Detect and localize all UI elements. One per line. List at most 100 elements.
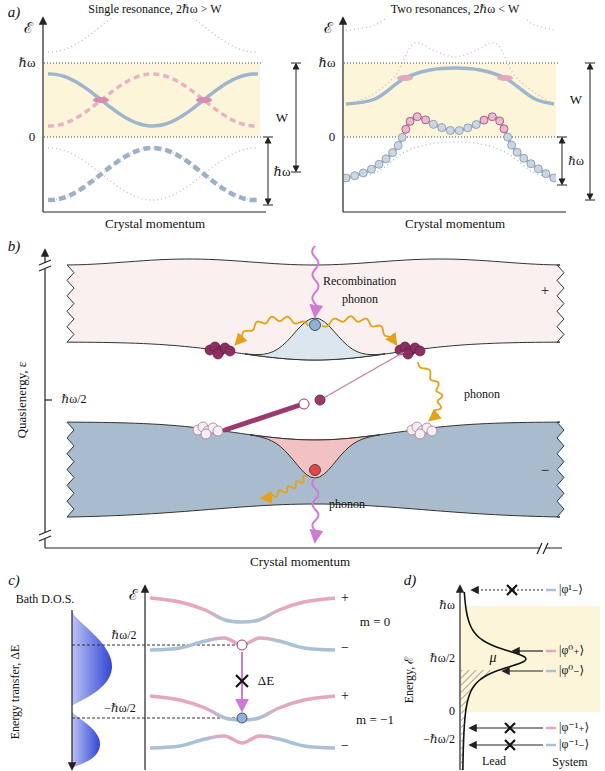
zone-boundary (344, 63, 558, 137)
phonon-arrow (322, 316, 396, 344)
floquet-band-plus (150, 598, 335, 622)
harmonic-label: m = 0 (360, 615, 390, 629)
state-label: |φ⁻¹₋⟩ (559, 738, 589, 751)
occupied-state (542, 170, 550, 178)
recombination-arrow (312, 478, 318, 541)
forbidden-cross (236, 675, 248, 687)
harmonic-label: m = −1 (356, 713, 394, 727)
axis-label: Quasienergy, ε (15, 362, 29, 439)
axis (144, 586, 145, 770)
floquet-zone (44, 63, 260, 137)
occupied-state (402, 125, 410, 133)
occupied-state (382, 155, 390, 163)
dimension-arrow (590, 64, 591, 199)
recombination-electron (310, 320, 321, 331)
resonance-mark (93, 97, 109, 103)
axis-value: −ℏω/2 (104, 702, 136, 715)
band-sign: + (341, 590, 349, 605)
occupied-state (504, 133, 512, 141)
axis-label: Lead (482, 755, 506, 768)
axis-label: ℰ (324, 20, 333, 37)
excitation-path (225, 405, 300, 430)
hole-marker (237, 640, 247, 650)
axis-label: Crystal momentum (405, 217, 505, 231)
system-level (546, 727, 556, 730)
axis-label: Energy transfer, ΔE (9, 645, 22, 740)
chemical-potential: μ (489, 650, 496, 665)
occupied-state (375, 160, 383, 168)
bare-band (48, 148, 258, 200)
dimension-tick (557, 185, 567, 186)
panel-letter: d) (404, 572, 417, 589)
electron-marker (237, 713, 247, 723)
dimension-label: W (276, 111, 288, 125)
lower-band (67, 422, 564, 517)
floquet-zone (344, 63, 556, 137)
occupied-state (550, 174, 556, 182)
process-label: phonon (329, 498, 365, 511)
floquet-band (346, 68, 554, 104)
panel-a-left (43, 0, 301, 212)
state-label: |φ⁰₋⟩ (559, 664, 584, 677)
energy-level-line (72, 645, 242, 718)
excited-electron (403, 349, 413, 359)
axis (42, 18, 43, 212)
axis-value: ℏω/2 (62, 393, 87, 406)
axis-value: ℏω/2 (430, 652, 455, 665)
occupied-state (488, 113, 496, 121)
axis-label: ℰ (129, 587, 138, 604)
panel-a-right (342, 0, 595, 212)
lead-dos (463, 592, 526, 770)
axis-label: System (552, 756, 587, 769)
recombination-hole (310, 465, 321, 476)
occupied-state (438, 124, 446, 132)
transition-label: ΔE (258, 674, 274, 688)
axis-value: ℏω (319, 56, 336, 70)
occupied-state (472, 121, 480, 129)
axis-tick (45, 399, 52, 400)
floquet-zone (461, 606, 600, 712)
axis-label: ℰ (24, 20, 33, 37)
resonance-mark (196, 97, 212, 103)
occupied-state (389, 149, 397, 157)
band-sign: + (341, 688, 349, 703)
forbidden-cross (507, 585, 517, 595)
replica-band (48, 148, 258, 200)
excited-hole (427, 426, 437, 436)
floquet-band (346, 117, 554, 178)
system-level (546, 670, 556, 673)
state-label: |φ¹₋⟩ (559, 583, 583, 596)
occupied-state (429, 120, 437, 128)
recombination-arrow (312, 246, 318, 316)
occupied-state (455, 127, 463, 135)
excited-electron (213, 349, 223, 359)
occupied-state (351, 172, 359, 180)
process-label: phonon (342, 293, 378, 306)
excited-electron (225, 346, 235, 356)
axis (45, 547, 562, 548)
floquet-band (48, 74, 258, 126)
band-sign: + (541, 282, 549, 299)
process-label: phonon (464, 388, 500, 401)
occupied-state (367, 165, 375, 173)
process-label: Recombination (323, 275, 396, 288)
axis (44, 250, 45, 548)
panel-b (39, 246, 564, 554)
tunneling-arrow (472, 589, 543, 590)
axis-break (537, 543, 548, 554)
floquet-band-minus (150, 736, 335, 748)
panel-letter: a) (8, 4, 21, 21)
excited-electron (415, 346, 425, 356)
phonon-arrow (236, 317, 308, 344)
occupied-state (464, 124, 472, 132)
axis-break (39, 530, 51, 541)
axis-value: ℏω/2 (112, 629, 137, 642)
replica-band (346, 43, 554, 104)
dimension-tick (585, 200, 595, 201)
panel-d (460, 585, 600, 770)
dimension-arrow (296, 64, 297, 171)
bath-dos (72, 712, 100, 768)
excited-hole (201, 429, 211, 439)
occupied-state (446, 126, 454, 134)
